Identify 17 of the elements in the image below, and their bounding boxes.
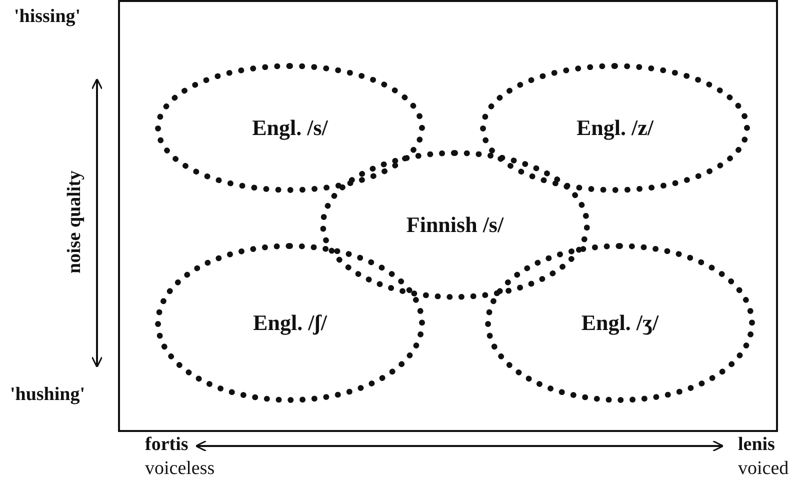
dotted-ellipse — [155, 243, 425, 403]
axis-end-label: 'hushing' — [10, 384, 85, 406]
phoneme-label: Engl. /z/ — [576, 115, 654, 141]
axis-end-label: voiceless — [145, 458, 215, 480]
axis-label: noise quality — [64, 170, 86, 274]
axis-end-label: lenis — [738, 434, 775, 456]
axis-end-label: voiced — [738, 458, 789, 480]
dotted-ellipse — [155, 63, 425, 193]
phoneme-label: Engl. /ʒ/ — [581, 310, 659, 336]
phoneme-label: Engl. /ʃ/ — [253, 310, 327, 336]
dotted-ellipse — [485, 243, 755, 403]
phoneme-label: Engl. /s/ — [252, 115, 328, 141]
phoneme-label: Finnish /s/ — [406, 212, 504, 238]
dotted-ellipse — [320, 150, 590, 300]
axis-end-label: 'hissing' — [14, 6, 81, 28]
axis-end-label: fortis — [145, 434, 188, 456]
dotted-ellipse — [480, 63, 750, 193]
